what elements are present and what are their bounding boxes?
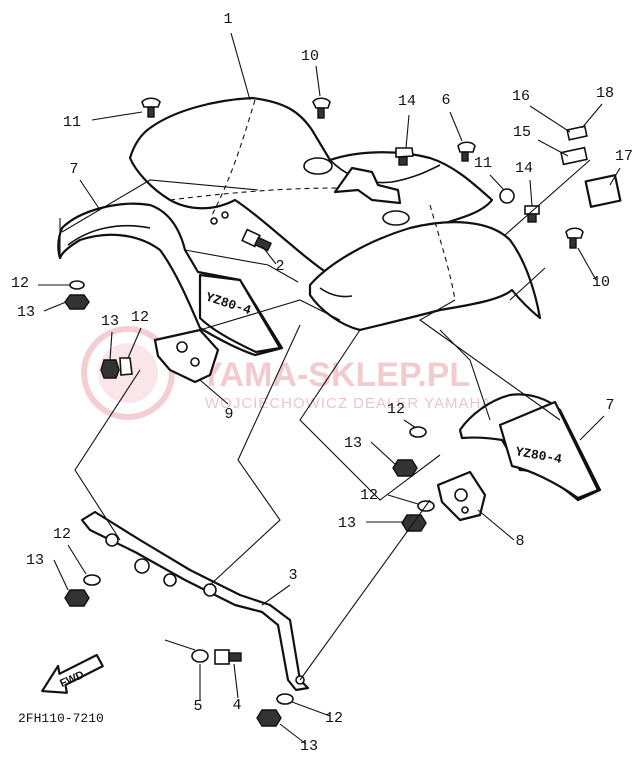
callout-c13e: 13 (26, 552, 44, 569)
callout-c8: 8 (515, 533, 524, 550)
callout-c11b: 11 (474, 155, 492, 172)
callout-c10b: 10 (592, 274, 610, 291)
callout-c1: 1 (223, 11, 232, 28)
callout-c13f: 13 (300, 738, 318, 755)
callout-c14b: 14 (515, 160, 533, 177)
callout-c7a: 7 (69, 161, 78, 178)
bracket-left (153, 328, 220, 384)
callout-c15: 15 (513, 124, 531, 141)
watermark-sub-text: WOJCIECHOWICZ DEALER YAMAHA (205, 395, 492, 412)
callout-c17: 17 (615, 148, 633, 165)
stickers (560, 125, 622, 208)
watermark-logo-icon (81, 326, 175, 420)
callout-c12d: 12 (360, 487, 378, 504)
callout-c9: 9 (224, 406, 233, 423)
hardware (64, 97, 584, 727)
callout-c6: 6 (441, 92, 450, 109)
callout-c3: 3 (288, 567, 297, 584)
callout-c4: 4 (232, 697, 241, 714)
bracket-right (436, 470, 487, 522)
watermark: YAMA-SKLEP.PL WOJCIECHOWICZ DEALER YAMAH… (81, 326, 492, 420)
callout-c12c: 12 (387, 401, 405, 418)
fwd-arrow-icon: FWD (41, 653, 104, 694)
callout-c13d: 13 (338, 515, 356, 532)
callout-c11a: 11 (63, 114, 81, 131)
callout-c14a: 14 (398, 93, 416, 110)
callout-c2: 2 (275, 258, 284, 275)
number-plate-left: YZ80-4 (57, 202, 284, 357)
diagram-code: 2FH110-7210 (18, 711, 104, 726)
callout-c13a: 13 (17, 304, 35, 321)
fender-stay (80, 510, 310, 692)
callout-c12f: 12 (325, 710, 343, 727)
callout-c5: 5 (193, 698, 202, 715)
callout-c13c: 13 (344, 435, 362, 452)
watermark-main-text: YAMA-SKLEP.PL (200, 356, 470, 394)
rear-fender (128, 96, 542, 332)
callout-c18: 18 (596, 85, 614, 102)
number-plate-right: YZ80-4 (458, 393, 602, 502)
callout-c7b: 7 (605, 397, 614, 414)
leader-lines (38, 32, 621, 745)
callout-c13b: 13 (101, 313, 119, 330)
callout-c12b: 12 (131, 309, 149, 326)
callout-c10a: 10 (301, 48, 319, 65)
callout-c12a: 12 (11, 275, 29, 292)
callout-c12e: 12 (53, 526, 71, 543)
callout-c16: 16 (512, 88, 530, 105)
